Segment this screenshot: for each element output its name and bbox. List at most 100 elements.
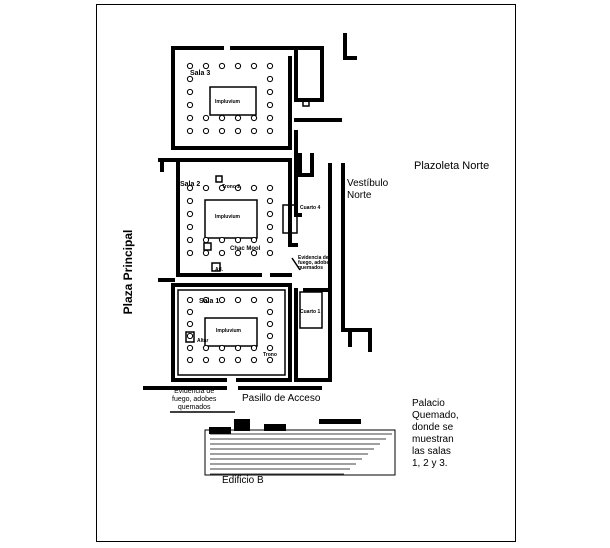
column [218, 62, 226, 70]
column [250, 296, 258, 304]
impluvium1-basin [204, 317, 258, 347]
evidencia-right-label: Evidencia de fuego, adobes quemados [298, 255, 332, 271]
column [218, 356, 226, 364]
column [202, 296, 210, 304]
column [266, 320, 274, 328]
sala2-wall [176, 158, 262, 277]
column [186, 320, 194, 328]
column [234, 249, 242, 257]
column [266, 197, 274, 205]
column [186, 114, 194, 122]
column [266, 127, 274, 135]
trono2-label: Trono 2 [222, 184, 241, 190]
column [202, 236, 210, 244]
column [250, 62, 258, 70]
column [218, 236, 226, 244]
trono1-label: Trono [263, 352, 277, 358]
column [186, 101, 194, 109]
column [186, 249, 194, 257]
column [266, 62, 274, 70]
column [186, 223, 194, 231]
cuarto4-label: Cuarto 4 [300, 205, 321, 211]
plazoleta-norte-label: Plazoleta Norte [414, 160, 490, 172]
column [266, 75, 274, 83]
column [218, 344, 226, 352]
column [250, 127, 258, 135]
column [250, 114, 258, 122]
column [186, 344, 194, 352]
column [266, 88, 274, 96]
column [266, 184, 274, 192]
column [202, 344, 210, 352]
column [186, 210, 194, 218]
column [202, 127, 210, 135]
column [186, 308, 194, 316]
impluvium3-label: Impluvium [215, 99, 241, 105]
column [234, 184, 242, 192]
column [250, 249, 258, 257]
sala2-label: Sala 2 [180, 181, 201, 188]
cuarto1-label: Cuarto 1 [300, 309, 321, 315]
column [186, 62, 194, 70]
column [234, 236, 242, 244]
column [234, 62, 242, 70]
column [266, 114, 274, 122]
column [250, 344, 258, 352]
impluvium3-basin [209, 86, 257, 116]
map-frame [96, 4, 516, 542]
sala1-wall [171, 283, 227, 382]
column [186, 75, 194, 83]
column [266, 223, 274, 231]
evidencia-left-label: Evidencia de fuego, adobes quemados [172, 388, 217, 411]
chac-mool-label: Chac Mool [230, 246, 261, 252]
column [234, 344, 242, 352]
pasillo-label: Pasillo de Acceso [242, 393, 321, 404]
impluvium1-label: Impluvium [216, 328, 242, 334]
column [202, 184, 210, 192]
column [250, 356, 258, 364]
plaza-principal-label: Plaza Principal [121, 229, 135, 315]
column [218, 114, 226, 122]
sala1-label: Sala 1 [199, 298, 220, 305]
column [266, 249, 274, 257]
column [202, 62, 210, 70]
column [186, 184, 194, 192]
atlantes-label: Atl. [215, 267, 224, 273]
column [186, 127, 194, 135]
column [234, 127, 242, 135]
edificio-b-label: Edificio B [222, 475, 264, 486]
column [266, 296, 274, 304]
column [218, 249, 226, 257]
sala3-label: Sala 3 [190, 70, 211, 77]
column [266, 101, 274, 109]
column [234, 356, 242, 364]
column [202, 114, 210, 122]
column [218, 184, 226, 192]
column [202, 249, 210, 257]
column [218, 127, 226, 135]
edificio-b-outline [204, 429, 396, 476]
column [250, 236, 258, 244]
impluvium2-basin [204, 199, 258, 239]
column [266, 332, 274, 340]
vestibulo-norte-label: Vestíbulo Norte [347, 178, 389, 201]
column [202, 356, 210, 364]
column [250, 184, 258, 192]
caption-text: Palacio Quemado, donde se muestran las s… [412, 398, 459, 469]
column [186, 356, 194, 364]
column [266, 308, 274, 316]
column [218, 296, 226, 304]
column [266, 236, 274, 244]
sala3-wall [171, 48, 292, 150]
column [266, 356, 274, 364]
column [266, 210, 274, 218]
column [234, 296, 242, 304]
column [186, 296, 194, 304]
column [186, 197, 194, 205]
column [186, 88, 194, 96]
sala3-east-rooms [294, 46, 324, 102]
column [234, 114, 242, 122]
column [186, 236, 194, 244]
column [186, 332, 194, 340]
